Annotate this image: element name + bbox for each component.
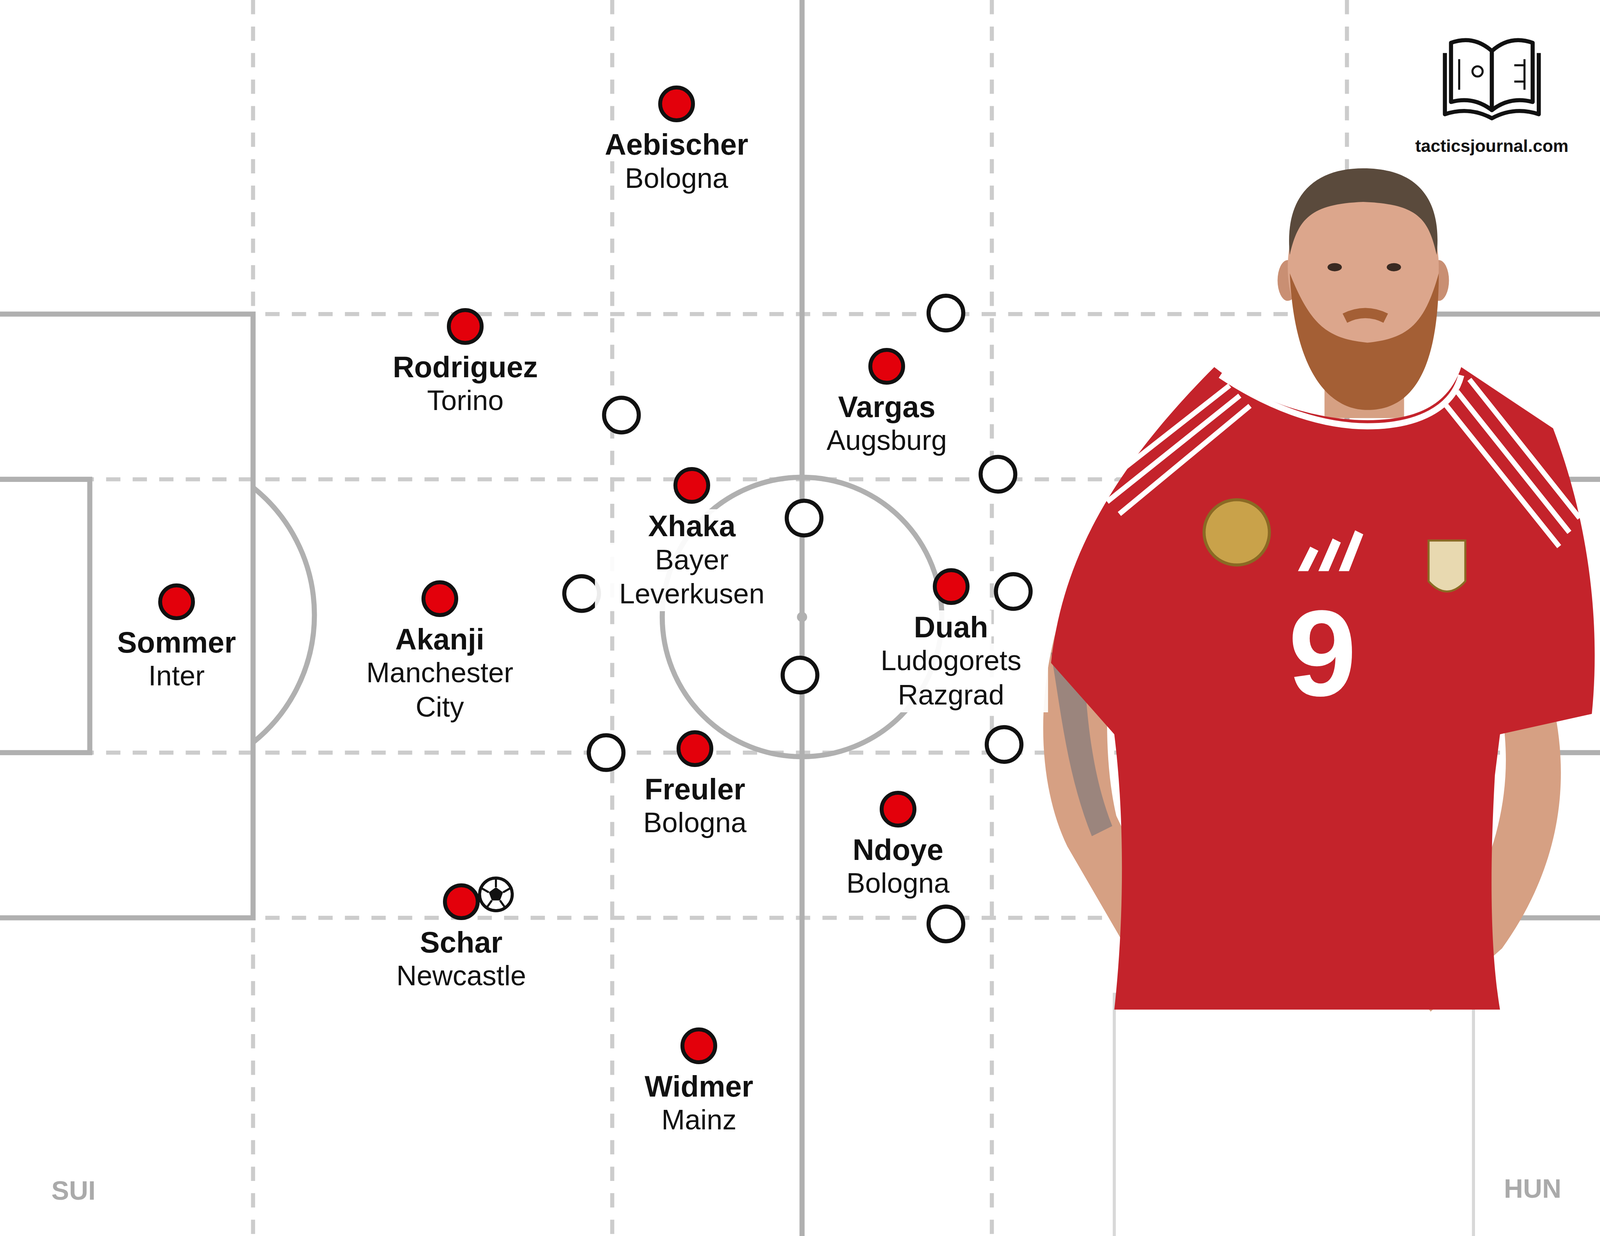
player-name: Duah — [910, 610, 992, 644]
club-name: Bologna — [843, 866, 953, 901]
player-marker: ScharNewcastle — [393, 883, 530, 994]
club-name: Bologna — [621, 161, 732, 196]
player-name: Akanji — [392, 622, 488, 656]
opponent-dots — [564, 295, 1031, 942]
player-name: Freuler — [641, 772, 749, 806]
club-name: Ludogorets Razgrad — [854, 643, 1049, 713]
player-marker: SommerInter — [114, 583, 240, 694]
book-logo — [1444, 40, 1539, 119]
player-dot — [932, 568, 970, 606]
player-name: Xhaka — [644, 509, 739, 543]
player-name: Schar — [416, 925, 506, 959]
watermark: tacticsjournal.com — [1415, 136, 1569, 156]
player-name: Vargas — [834, 390, 939, 424]
player-name: Rodriguez — [389, 350, 542, 384]
player-dot — [158, 583, 195, 621]
player-marker: RodriguezTorino — [389, 308, 542, 418]
centre-spot — [796, 612, 808, 623]
player-dot — [673, 467, 711, 504]
player-marker: FreulerBologna — [640, 730, 750, 841]
player-name: Ndoye — [849, 833, 947, 867]
player-marker: XhakaBayer Leverkusen — [594, 467, 789, 612]
club-name: Newcastle — [393, 958, 530, 994]
player-marker: AkanjiManchester City — [342, 580, 537, 725]
player-dot — [868, 348, 906, 385]
club-name: Inter — [145, 658, 208, 694]
team-label: HUN — [1503, 1173, 1562, 1204]
player-name: Aebischer — [601, 127, 752, 161]
shirt-number: 9 — [1288, 582, 1357, 724]
player-dot — [658, 85, 695, 123]
player-marker: DuahLudogorets Razgrad — [854, 568, 1049, 713]
player-dot — [676, 730, 714, 768]
club-name: Augsburg — [823, 423, 950, 458]
player-name: Sommer — [114, 625, 240, 659]
player-dot — [879, 791, 917, 828]
club-name: Mainz — [658, 1103, 740, 1138]
player-marker: WidmerMainz — [641, 1027, 757, 1138]
club-name: Torino — [423, 383, 507, 418]
team-label: SUI — [51, 1175, 96, 1206]
club-name: Bayer Leverkusen — [594, 542, 789, 612]
player-name: Widmer — [641, 1069, 757, 1104]
club-name: Bologna — [640, 805, 750, 841]
ball-icon — [479, 878, 513, 911]
player-dot — [680, 1027, 718, 1065]
player-marker: VargasAugsburg — [823, 348, 950, 458]
club-name: Manchester City — [342, 655, 537, 725]
player-dot — [421, 580, 459, 618]
player-marker: NdoyeBologna — [843, 791, 953, 901]
player-dot — [442, 883, 480, 921]
player-dot — [446, 308, 484, 345]
player-marker: AebischerBologna — [601, 85, 752, 196]
